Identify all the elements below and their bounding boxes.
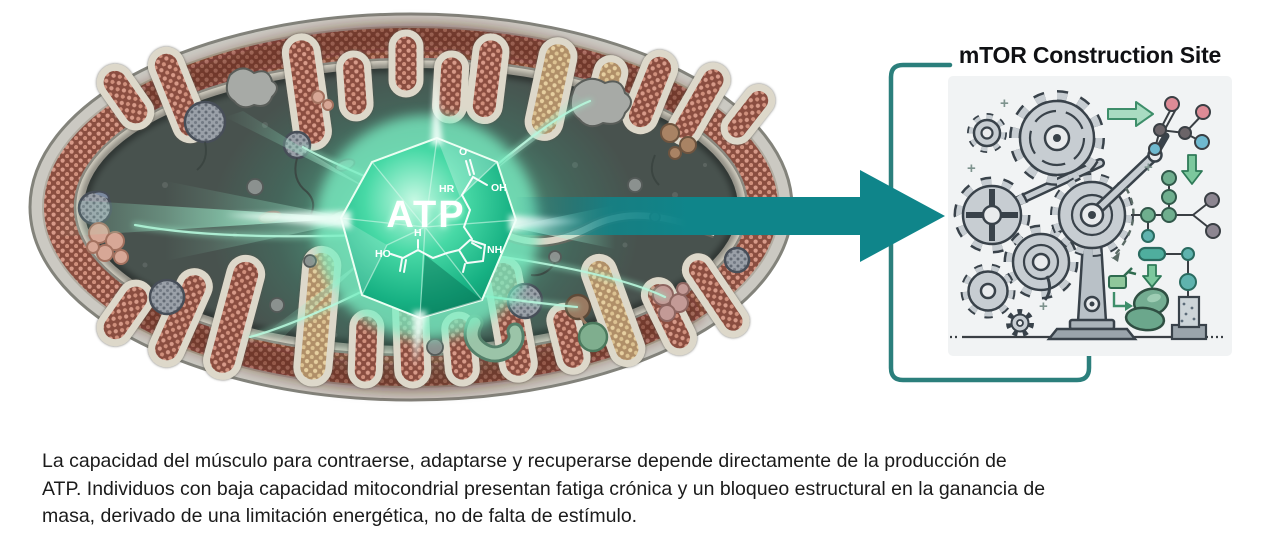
gear-small-topleft bbox=[967, 113, 1007, 153]
protein-blob bbox=[1124, 287, 1170, 332]
plus-icon: + bbox=[967, 160, 976, 177]
gear-tiny bbox=[1006, 309, 1034, 337]
beaker-icon bbox=[1170, 295, 1208, 341]
caption-line: La capacidad del músculo para contraerse… bbox=[42, 450, 1007, 472]
motion-arc bbox=[1111, 187, 1135, 262]
gear-small-left bbox=[960, 263, 1016, 319]
green-arrow-down-icon bbox=[1142, 264, 1162, 288]
atp-label: ATP bbox=[386, 194, 465, 236]
svg-text:O: O bbox=[459, 146, 467, 158]
molecule-top bbox=[1148, 96, 1211, 156]
mtor-machinery-illustration: + + + + bbox=[950, 90, 1226, 341]
mitochondrion-illustration: ATP ATP O OH HR HO NH bbox=[28, 12, 794, 402]
flow-arrow bbox=[515, 170, 945, 262]
plus-icon: + bbox=[1000, 95, 1009, 112]
panel-title: mTOR Construction Site bbox=[958, 42, 1222, 68]
sparkle-icon: + bbox=[1144, 159, 1153, 176]
caption-line: masa, derivado de una limitación energét… bbox=[42, 505, 638, 527]
plus-icon: + bbox=[1039, 298, 1048, 315]
elbow-arrow bbox=[1112, 292, 1133, 311]
atp-crystal: ATP ATP O OH HR HO NH bbox=[225, 75, 585, 365]
svg-text:ATP: ATP bbox=[386, 195, 465, 237]
mtor-panel: + + + + bbox=[948, 76, 1232, 356]
caption-paragraph: La capacidad del músculo para contraerse… bbox=[42, 448, 1258, 531]
svg-text:OH: OH bbox=[491, 182, 507, 194]
svg-text:HO: HO bbox=[375, 248, 391, 260]
svg-text:H: H bbox=[414, 227, 422, 239]
flask-icon bbox=[1108, 267, 1137, 289]
svg-text:NH: NH bbox=[487, 244, 502, 256]
caption-line: ATP. Individuos con baja capacidad mitoc… bbox=[42, 477, 1046, 500]
atp-chemical-structure: O OH HR HO NH H bbox=[375, 146, 507, 273]
svg-text:HR: HR bbox=[439, 183, 455, 195]
green-arrow-right-icon bbox=[1107, 101, 1154, 127]
green-arrow-down-icon bbox=[1181, 154, 1203, 185]
molecule-chain bbox=[1131, 170, 1221, 297]
